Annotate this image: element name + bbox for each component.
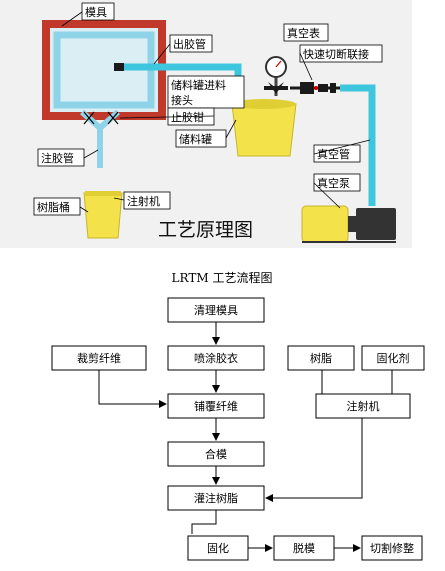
box-trim: [361, 535, 423, 561]
box-clean-mold: [167, 297, 265, 323]
label-injector: 注射机: [127, 194, 160, 208]
box-close-mold: [167, 441, 265, 467]
box-demold: [273, 535, 335, 561]
label-vacuum-gauge: 真空表: [287, 26, 320, 40]
storage-tank-lid: [232, 99, 296, 109]
process-schematic: 模具 出胶管 真空表 快速切断联接 储料罐进料 接头 止胶钳 储料罐 真空管 注…: [0, 0, 412, 248]
box-spray-gelcoat: [167, 345, 265, 371]
label-tank-inlet-2: 接头: [171, 94, 193, 107]
schematic-caption: 工艺原理图: [158, 219, 253, 241]
vacuum-gauge: [264, 56, 288, 96]
step-spray-gelcoat: 喷涂胶衣: [194, 351, 238, 365]
step-cut-fiber: 裁剪纤维: [77, 351, 121, 365]
step-close-mold: 合模: [205, 447, 227, 461]
box-lay-fiber: [167, 393, 265, 419]
outlet-fitting: [114, 63, 124, 71]
step-clean-mold: 清理模具: [194, 304, 238, 317]
flow-boxes: [51, 297, 425, 561]
label-boxes: [33, 2, 383, 216]
box-cut-fiber: [51, 345, 147, 371]
resin-bucket: [83, 192, 123, 239]
resin-bucket-rim: [85, 191, 121, 196]
label-outlet-pipe: 出胶管: [173, 37, 206, 51]
vacuum-pipe: [340, 84, 376, 206]
box-resin: [287, 345, 355, 371]
storage-tank: [231, 103, 297, 157]
step-trim: 切割修整: [370, 541, 414, 555]
label-injection-pipe: 注胶管: [41, 151, 74, 165]
vacuum-pump: [301, 205, 396, 243]
flow-arrows: [98, 322, 393, 552]
label-vacuum-pipe: 真空管: [317, 147, 350, 161]
step-curing-agent: 固化剂: [377, 351, 410, 365]
label-tank-inlet-1: 储料罐进料: [171, 78, 226, 92]
box-cure: [187, 535, 249, 561]
step-lay-fiber: 铺覆纤维: [194, 400, 238, 413]
schematic-labels: 模具 出胶管 真空表 快速切断联接 储料罐进料 接头 止胶钳 储料罐 真空管 注…: [37, 6, 369, 241]
step-injector: 注射机: [347, 399, 380, 413]
leader-lines: [61, 11, 371, 213]
process-flowchart: LRTM 工艺流程图: [51, 270, 425, 561]
flow-labels: 清理模具 裁剪纤维 喷涂胶衣 树脂 固化剂 铺覆纤维 注射机 合模 灌注树脂 固…: [77, 304, 414, 555]
step-inject-resin: 灌注树脂: [194, 491, 238, 505]
quick-coupling: [290, 82, 340, 94]
step-cure: 固化: [207, 541, 229, 555]
label-mold: 模具: [85, 6, 107, 19]
label-vacuum-pump: 真空泵: [317, 176, 350, 190]
label-resin-bucket: 树脂桶: [37, 200, 70, 214]
step-resin: 树脂: [310, 351, 332, 365]
stop-clamp-right: [107, 111, 119, 125]
stop-clamp-left: [83, 111, 95, 125]
box-curing-agent: [361, 345, 425, 371]
box-injector: [315, 393, 411, 419]
label-quick-coupling: 快速切断联接: [303, 47, 369, 61]
label-stop-clamp: 止胶钳: [171, 110, 204, 124]
flowchart-title: LRTM 工艺流程图: [172, 270, 273, 285]
label-storage-tank: 储料罐: [179, 132, 212, 146]
step-demold: 脱模: [293, 541, 315, 555]
